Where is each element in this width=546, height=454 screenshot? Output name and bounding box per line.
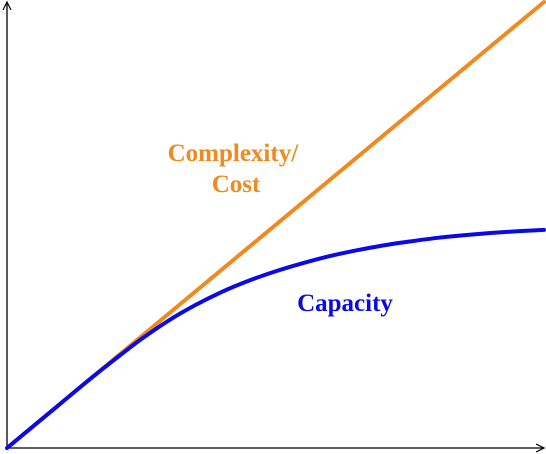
- series-label-complexity-cost-line-2: Cost: [212, 171, 261, 198]
- series-label-complexity-cost: Complexity/ Cost: [168, 140, 305, 198]
- series-label-complexity-cost-line-1: Complexity/: [168, 140, 300, 167]
- series-label-capacity: Capacity: [297, 290, 393, 317]
- series-line-capacity: [5, 227, 546, 450]
- series-label-capacity-line-1: Capacity: [297, 290, 393, 317]
